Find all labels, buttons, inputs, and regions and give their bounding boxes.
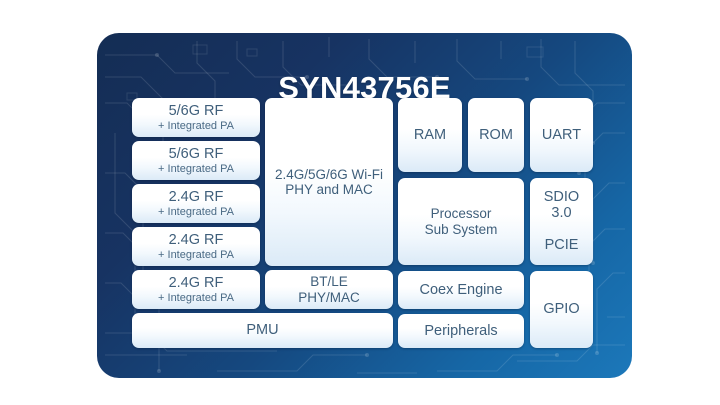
block-ram[interactable]: RAM [398,98,462,172]
block-processor-sub-system[interactable]: Processor Sub System [398,178,524,265]
block-title: GPIO [543,301,580,318]
block-title: 2.4G RF [168,274,224,291]
block-bt-le-phy-mac[interactable]: BT/LE PHY/MAC [265,270,393,309]
block-subtitle: + Integrated PA [158,162,234,175]
block-subtitle: + Integrated PA [158,205,234,218]
block-subtitle: + Integrated PA [158,291,234,304]
block-title: 5/6G RF [168,102,224,119]
block-title: SDIO 3.0 [543,189,580,222]
block-title: 2.4G RF [168,188,224,205]
block-peripherals[interactable]: Peripherals [398,314,524,348]
block-title: PMU [246,322,279,339]
block-rf-5g-6g-2[interactable]: 5/6G RF + Integrated PA [132,141,260,180]
block-rf-24g-2[interactable]: 2.4G RF + Integrated PA [132,227,260,266]
block-coex-engine[interactable]: Coex Engine [398,271,524,309]
block-title: Peripherals [424,322,498,339]
page-title: SYN43756E [278,70,451,105]
block-rf-24g-3[interactable]: 2.4G RF + Integrated PA [132,270,260,309]
block-uart[interactable]: UART [530,98,593,172]
block-title: UART [541,126,582,143]
block-rf-24g-1[interactable]: 2.4G RF + Integrated PA [132,184,260,223]
block-sdio-pcie[interactable]: SDIO 3.0 PCIE [530,178,593,265]
block-rom[interactable]: ROM [468,98,524,172]
block-pmu[interactable]: PMU [132,313,393,348]
block-subtitle: + Integrated PA [158,119,234,132]
block-gpio[interactable]: GPIO [530,271,593,348]
block-title: 5/6G RF [168,145,224,162]
block-title: BT/LE PHY/MAC [298,274,360,305]
block-title: ROM [479,126,513,143]
block-title-secondary: PCIE [544,236,579,253]
block-title: 2.4G RF [168,231,224,248]
chip-block-diagram-card: SYN43756E 5/6G RF + Integrated PA 5/6G R… [97,33,632,378]
block-wifi-phy-mac[interactable]: 2.4G/5G/6G Wi-Fi PHY and MAC [265,98,393,266]
block-title: Coex Engine [419,281,503,298]
block-title: RAM [413,126,447,143]
block-title: Processor Sub System [424,206,498,237]
block-subtitle: + Integrated PA [158,248,234,261]
block-title: 2.4G/5G/6G Wi-Fi PHY and MAC [274,166,384,197]
block-rf-5g-6g-1[interactable]: 5/6G RF + Integrated PA [132,98,260,137]
